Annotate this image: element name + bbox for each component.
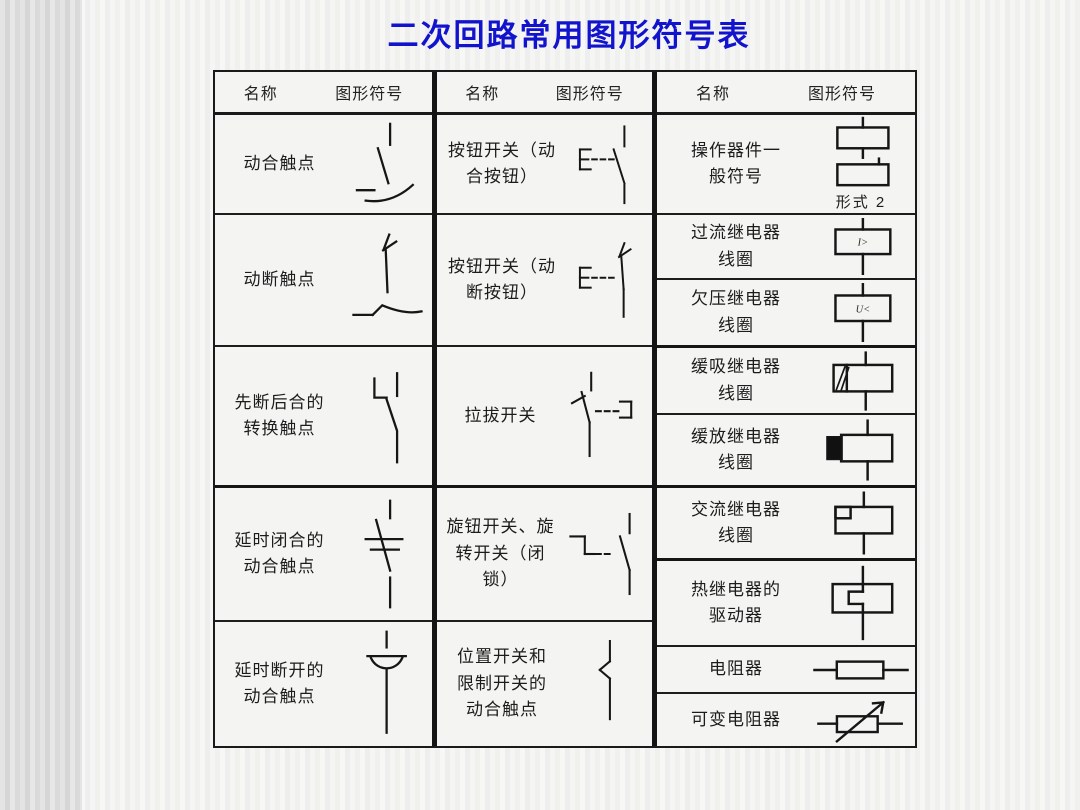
row-name: 拉拔开关 — [464, 405, 537, 425]
column-divider — [652, 72, 657, 746]
row-name: 动合触点 — [243, 153, 316, 173]
resistor-icon — [813, 659, 909, 680]
row-name: 过流继电器 线圈 — [691, 223, 781, 269]
row-symbol — [556, 364, 652, 468]
table-header: 名称 图形符号 — [437, 72, 652, 115]
row-name: 电阻器 — [709, 659, 763, 679]
table-row: 按钮开关（动 合按钮） — [437, 115, 652, 213]
row-name: 延时断开的 动合触点 — [234, 660, 325, 706]
table-row: 电阻器 — [657, 645, 915, 692]
row-name: 操作器件一 般符号 — [691, 140, 781, 186]
overcurrent-relay-coil-icon: I> — [834, 218, 892, 275]
header-name-label: 名称 — [465, 86, 500, 103]
row-symbol — [336, 225, 432, 335]
table-header: 名称 图形符号 — [657, 72, 915, 115]
header-symbol-label: 图形符号 — [555, 86, 624, 103]
table-row: 动断触点 — [215, 213, 432, 345]
table-row: 欠压继电器 线圈 U< — [657, 278, 915, 345]
table-row: 位置开关和 限制开关的 动合触点 — [437, 620, 652, 746]
row-symbol — [807, 419, 915, 481]
table-row: 按钮开关（动 断按钮） — [437, 213, 652, 345]
row-symbol — [336, 357, 432, 475]
delay-opening-no-contact-icon — [366, 630, 407, 734]
table-row: 缓放继电器 线圈 — [657, 413, 915, 485]
normally-closed-contact-icon — [352, 233, 423, 317]
row-symbol — [807, 491, 915, 555]
row-name: 缓放继电器 线圈 — [691, 426, 781, 472]
row-name: 交流继电器 线圈 — [691, 499, 781, 545]
row-name: 先断后合的 转换触点 — [234, 392, 325, 438]
table-row: 可变电阻器 — [657, 692, 915, 746]
table-row: 延时闭合的 动合触点 — [215, 485, 432, 620]
table-row: 旋钮开关、旋 转开关（闭 锁） — [437, 485, 652, 620]
row-symbol — [556, 502, 652, 606]
variable-resistor-icon — [817, 700, 903, 743]
slow-operating-relay-coil-icon — [832, 350, 894, 411]
thermal-relay-driver-icon — [831, 565, 894, 641]
table-row: 过流继电器 线圈 I> — [657, 213, 915, 278]
table-row: 拉拔开关 — [437, 345, 652, 485]
header-symbol-label: 图形符号 — [807, 86, 876, 103]
rotary-switch-icon — [569, 512, 631, 596]
column-divider — [432, 72, 437, 746]
delay-closing-no-contact-icon — [364, 499, 404, 609]
row-symbol: U< — [807, 283, 915, 342]
row-name: 按钮开关（动 断按钮） — [448, 256, 556, 302]
row-symbol: I> — [807, 218, 915, 275]
table-row: 动合触点 — [215, 115, 432, 213]
coil-text: U< — [856, 305, 871, 316]
row-symbol — [807, 651, 915, 689]
left-shade-strip — [0, 0, 82, 810]
column-group-3: 名称 图形符号 操作器件一 般符号 形式 2 过流继电器 线圈 I> — [657, 72, 915, 746]
row-symbol — [336, 116, 432, 212]
table-row: 缓吸继电器 线圈 — [657, 345, 915, 413]
row-symbol — [336, 497, 432, 611]
row-name: 欠压继电器 线圈 — [691, 289, 781, 335]
row-name: 可变电阻器 — [691, 709, 781, 729]
row-symbol — [336, 630, 432, 738]
row-symbol — [807, 695, 915, 745]
table-row: 操作器件一 般符号 形式 2 — [657, 115, 915, 213]
table-row: 交流继电器 线圈 — [657, 485, 915, 558]
header-name-label: 名称 — [695, 86, 730, 103]
pull-switch-icon — [570, 371, 633, 458]
table-row: 延时断开的 动合触点 — [215, 620, 432, 746]
row-symbol — [559, 118, 652, 210]
row-name: 旋钮开关、旋 转开关（闭 锁） — [446, 517, 555, 590]
changeover-contact-icon — [373, 372, 399, 464]
row-name: 动断触点 — [243, 269, 316, 289]
row-name: 按钮开关（动 合按钮） — [448, 140, 556, 186]
row-symbol — [807, 350, 915, 411]
pushbutton-nc-icon — [578, 241, 632, 318]
row-name: 位置开关和 限制开关的 动合触点 — [457, 647, 547, 720]
operating-device-general-icon — [836, 116, 890, 187]
header-symbol-label: 图形符号 — [335, 86, 404, 103]
ac-relay-coil-icon — [834, 491, 894, 555]
pushbutton-no-icon — [578, 125, 626, 205]
row-symbol — [807, 565, 915, 641]
symbol-table: 名称 图形符号 动合触点 动断触点 先断后合的 转换触点 — [213, 70, 917, 748]
position-switch-no-contact-icon — [597, 639, 611, 721]
row-name: 延时闭合的 动合触点 — [234, 530, 325, 576]
slow-releasing-relay-coil-icon — [826, 419, 894, 481]
form2-label: 形式 2 — [835, 194, 887, 211]
row-symbol — [559, 232, 652, 328]
page-title: 二次回路常用图形符号表 — [387, 18, 751, 53]
normally-open-contact-icon — [355, 122, 415, 203]
row-symbol: 形式 2 — [807, 116, 915, 212]
row-name: 热继电器的 驱动器 — [691, 579, 781, 625]
table-header: 名称 图形符号 — [215, 72, 432, 115]
coil-text: I> — [857, 238, 868, 249]
column-group-2: 名称 图形符号 按钮开关（动 合按钮） 按钮开关（动 断按钮） — [437, 72, 652, 746]
column-group-1: 名称 图形符号 动合触点 动断触点 先断后合的 转换触点 — [215, 72, 432, 746]
header-name-label: 名称 — [243, 86, 278, 103]
table-row: 先断后合的 转换触点 — [215, 345, 432, 485]
table-row: 热继电器的 驱动器 — [657, 558, 915, 645]
row-name: 缓吸继电器 线圈 — [691, 357, 781, 403]
undervoltage-relay-coil-icon: U< — [834, 283, 892, 342]
row-symbol — [559, 632, 652, 736]
